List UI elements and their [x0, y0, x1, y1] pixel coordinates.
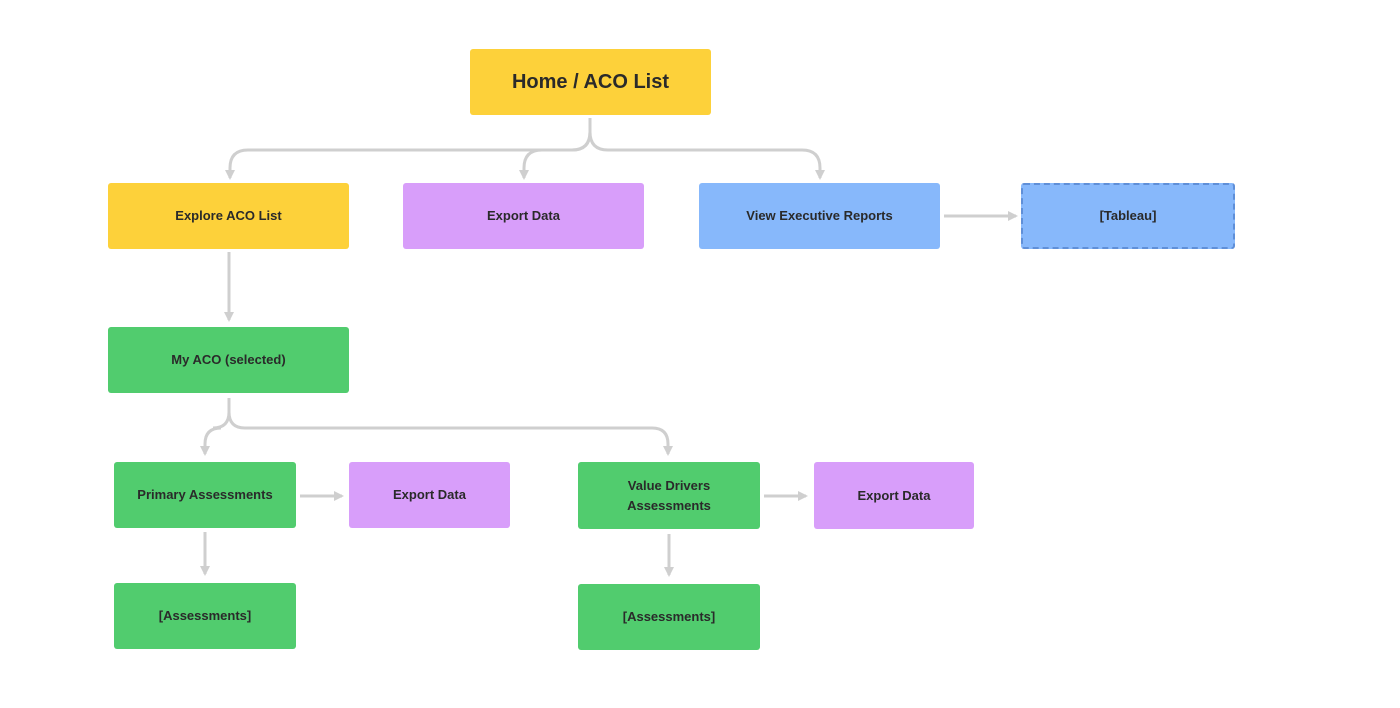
node-view-executive-reports: View Executive Reports: [699, 183, 940, 249]
node-my-aco-selected-label: My ACO (selected): [171, 352, 286, 367]
node-export-data-top-label: Export Data: [487, 208, 560, 223]
node-primary-assessments-label: Primary Assessments: [137, 487, 273, 502]
node-assessments-primary-label: [Assessments]: [158, 608, 252, 623]
node-export-data-top: Export Data: [403, 183, 644, 249]
node-assessments-primary: [Assessments]: [114, 583, 296, 649]
node-home-aco-list: Home / ACO List: [470, 49, 711, 115]
node-home-aco-list-label: Home / ACO List: [511, 71, 670, 93]
node-explore-aco-list: Explore ACO List: [108, 183, 349, 249]
node-assessments-value: [Assessments]: [578, 584, 760, 650]
node-explore-aco-list-label: Explore ACO List: [175, 208, 282, 223]
connector-home-export: [519, 131, 592, 180]
connector-myaco-value: [227, 411, 673, 456]
node-export-data-value-label: Export Data: [857, 487, 931, 503]
node-value-drivers-assessments: Value Drivers Assessments: [578, 462, 760, 529]
node-tableau-label: [Tableau]: [1099, 208, 1157, 223]
node-value-drivers-assessments-label: Value Drivers Assessments: [627, 477, 711, 513]
connector-home-explore: [225, 118, 592, 180]
node-export-data-primary-label: Export Data: [393, 487, 466, 502]
node-view-executive-reports-label: View Executive Reports: [746, 208, 893, 223]
connector-home-exec: [588, 131, 825, 180]
node-tableau: [Tableau]: [1021, 183, 1235, 249]
connector-myaco-primary: [200, 398, 231, 456]
node-my-aco-selected: My ACO (selected): [108, 327, 349, 393]
node-primary-assessments: Primary Assessments: [114, 462, 296, 528]
node-assessments-value-label: [Assessments]: [622, 609, 716, 624]
node-export-data-primary: Export Data: [349, 462, 510, 528]
node-export-data-value: Export Data: [814, 462, 974, 529]
